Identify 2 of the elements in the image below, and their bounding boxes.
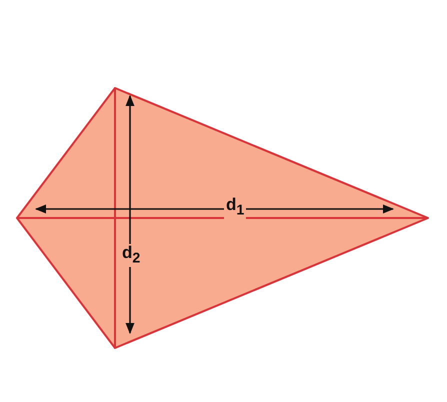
dimension-label: d$_{1}$ <box>224 196 246 220</box>
dimension-label: d$_{2}$ <box>120 244 142 268</box>
